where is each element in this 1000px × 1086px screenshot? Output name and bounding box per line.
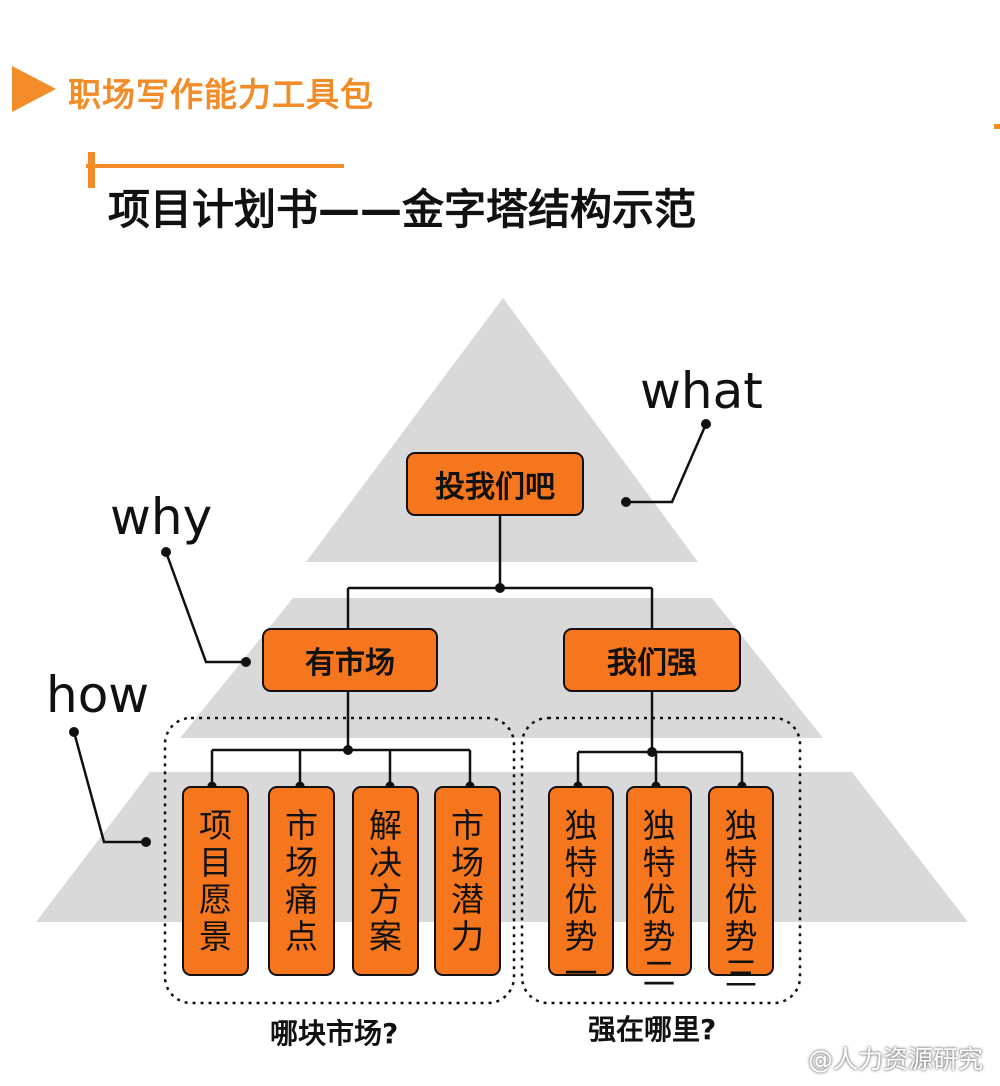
leaf-strength-3: 独特优势三: [708, 786, 774, 992]
box-market-label: 有市场: [305, 646, 395, 681]
leaf-strength-1: 独特优势一: [548, 786, 614, 992]
box-market: 有市场: [262, 628, 438, 692]
box-top-conclusion: 投我们吧: [406, 452, 584, 516]
box-strength: 我们强: [563, 628, 741, 692]
leaf-strength-3-label: 独特优势三: [724, 806, 758, 993]
level-label-why: why: [110, 488, 213, 546]
page-title: 项目计划书——金字塔结构示范: [108, 185, 697, 234]
leaf-market-1: 项目愿景: [182, 786, 249, 976]
leader-how: [72, 731, 146, 844]
leaf-market-2-label: 市场痛点: [285, 806, 318, 956]
header-label: 职场写作能力工具包: [68, 75, 374, 114]
leaf-strength-2-label: 独特优势二: [642, 806, 676, 993]
leaf-market-4: 市场潜力: [434, 786, 501, 976]
title-tick: [88, 152, 95, 188]
box-strength-label: 我们强: [607, 646, 697, 681]
leaf-strength-2: 独特优势二: [626, 786, 692, 992]
leaf-market-4-label: 市场潜力: [451, 806, 484, 956]
group-caption-market: 哪块市场?: [270, 1017, 399, 1050]
group-frame-strength: [520, 716, 802, 1005]
header-edge-mark: [994, 124, 1000, 129]
title-rule: [86, 164, 344, 168]
leader-what: [626, 423, 708, 504]
leaf-market-1-label: 项目愿景: [199, 806, 232, 956]
leaf-market-3: 解决方案: [352, 786, 419, 976]
level-label-how: how: [46, 666, 150, 724]
box-top-conclusion-label: 投我们吧: [435, 470, 555, 505]
watermark: @人力资源研究: [808, 1045, 984, 1074]
leader-why: [164, 551, 246, 664]
pyramid-tier-bottom: [36, 772, 968, 922]
leaf-market-2: 市场痛点: [268, 786, 335, 976]
leaf-strength-1-label: 独特优势一: [564, 806, 598, 993]
header-arrow-icon: [12, 66, 56, 112]
pyramid-tier-top: [306, 298, 698, 562]
leaf-market-3-label: 解决方案: [369, 806, 402, 956]
level-label-what: what: [640, 362, 763, 420]
group-caption-strength: 强在哪里?: [588, 1013, 717, 1046]
group-frame-market: [163, 716, 516, 1005]
